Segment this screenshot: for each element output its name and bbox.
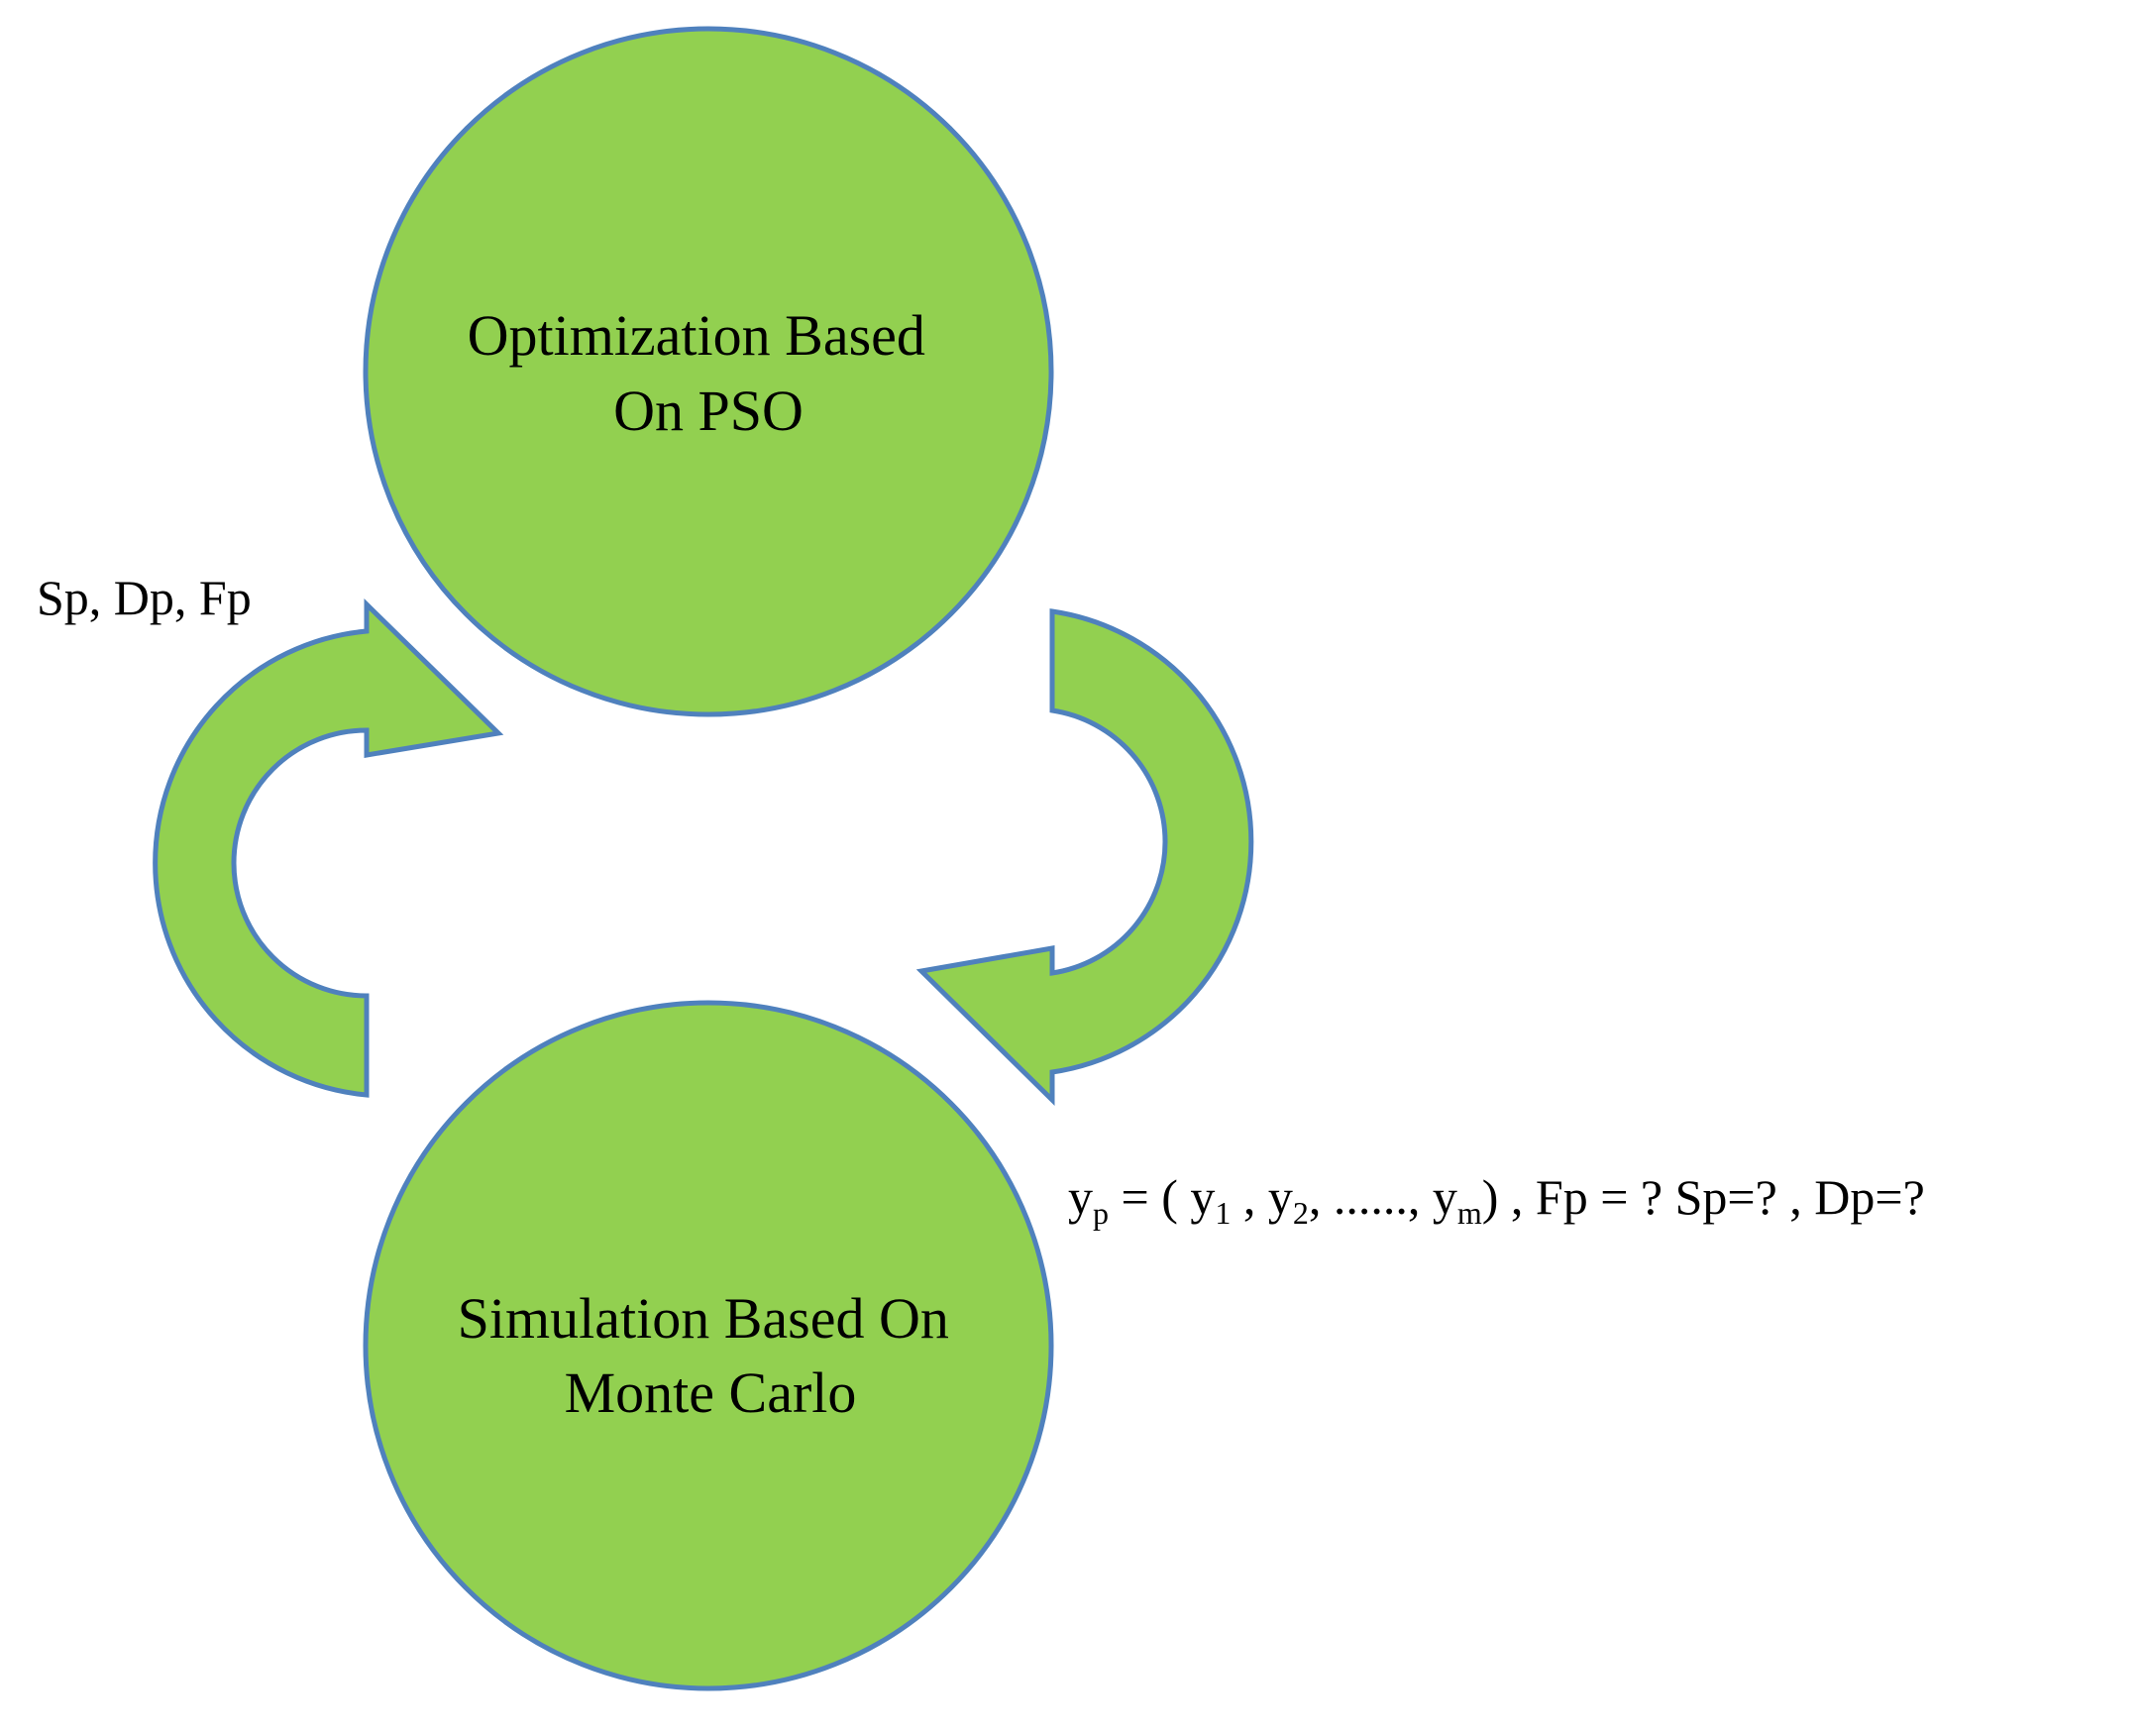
label-y2-base: y bbox=[1268, 1169, 1293, 1225]
simulation-node: Simulation Based On Monte Carlo bbox=[363, 1000, 1054, 1691]
right-arrow-label: yp = ( y1 , y2, ......, ym) , Fp = ? Sp=… bbox=[1068, 1169, 1925, 1231]
left-curved-arrow bbox=[153, 598, 504, 1098]
label-ym-base: y bbox=[1433, 1169, 1457, 1225]
left-arrow-label: Sp, Dp, Fp bbox=[37, 570, 252, 625]
optimization-label-line-2: On PSO bbox=[613, 379, 804, 443]
label-y1-sub: 1 bbox=[1215, 1195, 1231, 1231]
label-ym-sub: m bbox=[1457, 1195, 1482, 1231]
optimization-node: Optimization Based On PSO bbox=[363, 26, 1054, 717]
simulation-node-circle bbox=[363, 1000, 1054, 1691]
simulation-label-line-1: Simulation Based On bbox=[458, 1286, 949, 1351]
label-sep1: , bbox=[1231, 1169, 1268, 1225]
label-y-sub: p bbox=[1093, 1195, 1109, 1231]
right-curved-arrow bbox=[915, 608, 1254, 1106]
label-eq-open: = ( bbox=[1109, 1169, 1190, 1225]
label-tail: ) , Fp = ? Sp=? , Dp=? bbox=[1482, 1169, 1925, 1225]
optimization-node-circle bbox=[363, 26, 1054, 717]
simulation-label-line-2: Monte Carlo bbox=[565, 1360, 857, 1425]
optimization-node-label: Optimization Based On PSO bbox=[468, 303, 940, 443]
label-dots: , ......, bbox=[1309, 1169, 1433, 1225]
simulation-node-label: Simulation Based On Monte Carlo bbox=[458, 1286, 964, 1425]
label-y1-base: y bbox=[1190, 1169, 1215, 1225]
label-y2-sub: 2 bbox=[1293, 1195, 1309, 1231]
label-y-base: y bbox=[1068, 1169, 1093, 1225]
optimization-label-line-1: Optimization Based bbox=[468, 303, 925, 368]
